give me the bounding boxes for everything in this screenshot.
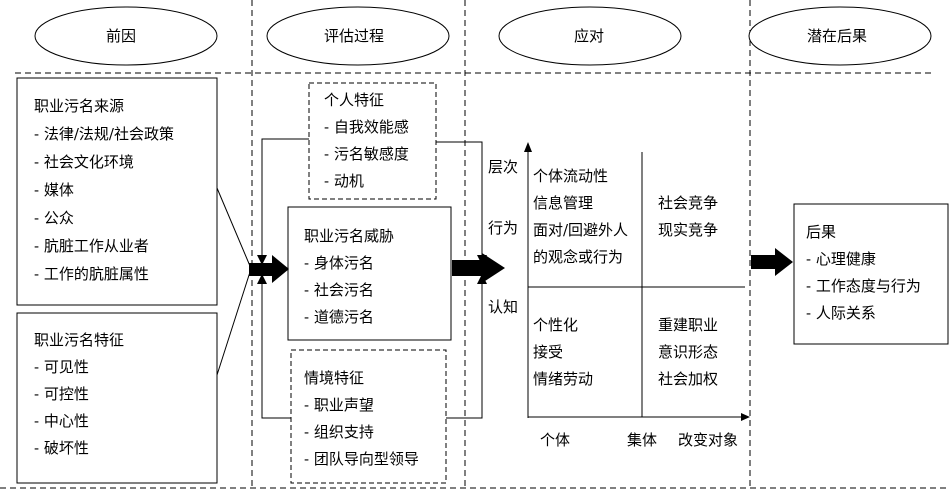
sources-item: - 工作的肮脏属性 <box>34 265 149 283</box>
connector-characteristics <box>216 271 251 376</box>
sources-item: - 社会文化环境 <box>34 153 134 171</box>
stage-ellipse-appraisal <box>266 6 450 66</box>
quadrant-cognition-collective-item: 重建职业 <box>658 316 719 334</box>
threat-box <box>287 206 452 341</box>
sources-item: - 法律/法规/社会政策 <box>34 125 174 143</box>
stage-label-appraisal: 评估过程 <box>324 27 385 45</box>
outcomes-box <box>793 203 949 345</box>
characteristics-item: - 破坏性 <box>34 439 89 457</box>
situational-item: - 职业声望 <box>304 396 374 414</box>
threat-item: - 道德污名 <box>304 308 374 326</box>
quadrant-cognition-collective-item: 意识形态 <box>658 343 719 361</box>
threat-item: - 身体污名 <box>304 254 374 272</box>
quadrant-behavior-collective-item: 社会竞争 <box>658 194 719 212</box>
y-axis-title: 层次 <box>488 158 519 176</box>
situational-item: - 团队导向型领导 <box>304 450 419 468</box>
personal-traits-item: - 污名敏感度 <box>324 145 409 163</box>
quadrant-behavior-individual-item: 的观念或行为 <box>533 248 624 266</box>
outcomes-item: - 工作态度与行为 <box>806 277 921 295</box>
x-axis-level-collective: 集体 <box>627 431 658 449</box>
characteristics-item: - 中心性 <box>34 412 89 430</box>
sources-item: - 媒体 <box>34 181 74 199</box>
moderator-line-personal-left <box>261 138 309 262</box>
threat-title: 职业污名威胁 <box>304 227 395 245</box>
quadrant-cognition-individual-item: 情绪劳动 <box>533 370 594 388</box>
quadrant-cognition-collective-item: 社会加权 <box>658 370 719 388</box>
sources-item: - 公众 <box>34 209 74 227</box>
quadrant-cognition-individual-item: 个性化 <box>533 316 579 334</box>
y-axis-level-behavior: 行为 <box>488 219 519 237</box>
sources-item: - 肮脏工作从业者 <box>34 237 149 255</box>
outcomes-title: 后果 <box>806 223 837 241</box>
stage-label-outcomes: 潜在后果 <box>807 27 868 45</box>
stage-label-antecedents: 前因 <box>106 27 137 45</box>
sources-title: 职业污名来源 <box>34 97 125 115</box>
moderator-line-personal-right <box>436 141 483 262</box>
personal-traits-item: - 动机 <box>324 172 364 190</box>
situational-item: - 组织支持 <box>304 423 374 441</box>
arrowhead-down-left <box>257 255 267 265</box>
quadrant-behavior-individual-item: 面对/回避外人 <box>533 221 629 239</box>
y-axis-level-cognition: 认知 <box>488 298 519 316</box>
flow-arrow-appraisal-to-coping <box>452 253 505 283</box>
x-axis-arrowhead <box>741 413 750 421</box>
characteristics-title: 职业污名特征 <box>34 331 125 349</box>
x-axis-title: 改变对象 <box>678 431 739 449</box>
characteristics-item: - 可见性 <box>34 358 89 376</box>
stage-ellipse-coping <box>498 6 682 66</box>
quadrant-behavior-collective-item: 现实竞争 <box>658 221 719 239</box>
personal-traits-box <box>308 82 437 200</box>
quadrant-cognition-individual-item: 接受 <box>533 343 564 361</box>
stage-label-coping: 应对 <box>574 27 605 45</box>
connector-sources <box>216 187 251 267</box>
x-axis-level-individual: 个体 <box>540 431 571 449</box>
quadrant-behavior-individual-item: 个体流动性 <box>533 167 609 185</box>
outcomes-item: - 人际关系 <box>806 304 876 322</box>
stage-ellipse-outcomes <box>748 6 932 66</box>
stage-ellipse-antecedents <box>34 6 218 66</box>
situational-title: 情境特征 <box>304 369 365 387</box>
flow-arrow-antecedents-to-appraisal <box>249 255 289 283</box>
personal-traits-title: 个人特征 <box>324 91 385 109</box>
threat-item: - 社会污名 <box>304 281 374 299</box>
characteristics-item: - 可控性 <box>34 385 89 403</box>
moderator-line-situational-left <box>261 277 291 419</box>
flow-arrow-coping-to-outcomes <box>751 248 793 276</box>
y-axis-arrowhead <box>524 142 532 152</box>
outcomes-item: - 心理健康 <box>806 250 876 268</box>
personal-traits-item: - 自我效能感 <box>324 118 409 136</box>
characteristics-box <box>16 312 218 484</box>
moderator-line-situational-right <box>446 277 483 419</box>
sources-box <box>16 77 218 306</box>
quadrant-behavior-individual-item: 信息管理 <box>533 194 594 212</box>
arrowhead-up-left <box>257 274 267 284</box>
situational-box <box>290 349 447 484</box>
